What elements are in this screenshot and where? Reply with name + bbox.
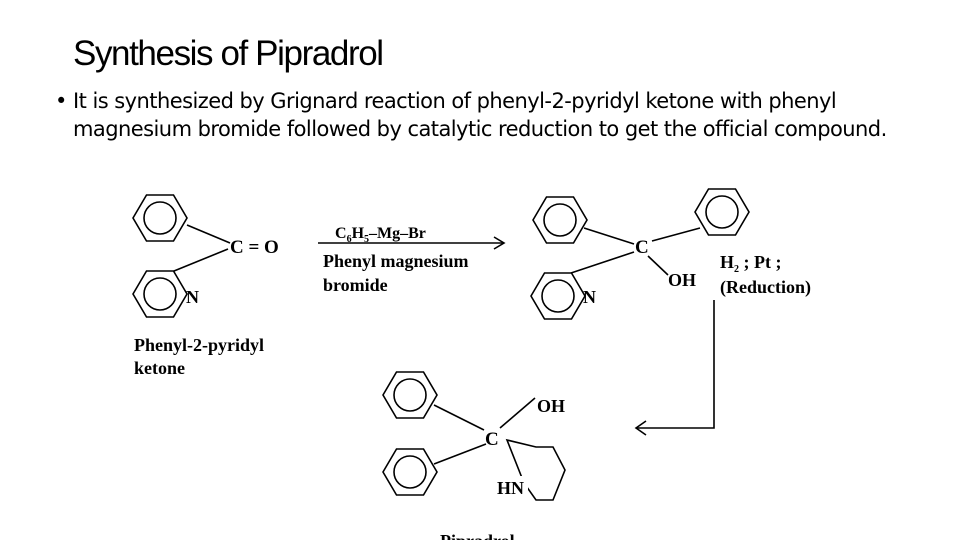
pyridine-ring [530,272,586,320]
benzene-ring [382,371,438,419]
reagent-name-line2: bromide [323,275,388,295]
product-pipradrol: C OH HN Pipradrol [382,371,566,540]
reduction-arrow [636,300,715,429]
carbonyl-label: C = O [230,237,279,258]
reactant-name-line1: Phenyl-2-pyridyl [134,335,264,355]
grignard-step: C6H5–Mg–Br Phenyl magnesium bromide [318,225,506,295]
benzene-ring [132,194,188,242]
reduction-label: (Reduction) [720,277,811,298]
reactant-name-line2: ketone [134,358,185,378]
reduction-reagent: H2 ; Pt ; [720,252,782,275]
reduction-step: H2 ; Pt ; (Reduction) [634,252,811,436]
reactant-phenyl-ketone: C = O N Phenyl-2-pyridyl ketone [132,194,279,378]
amine-label: HN [497,478,524,498]
pyridine-ring [132,270,188,318]
hydroxyl-label: OH [537,396,565,416]
benzene-ring [382,448,438,496]
bullet-point: • It is synthesized by Grignard reaction… [55,87,895,143]
benzene-ring [532,196,588,244]
nitrogen-label: N [583,287,596,307]
nitrogen-label: N [186,287,199,307]
benzene-ring [694,188,750,236]
hydroxyl-label: OH [668,270,696,290]
product-name: Pipradrol [440,531,515,540]
slide-title: Synthesis of Pipradrol [73,34,384,73]
carbon-label: C [635,237,649,258]
carbon-label: C [485,429,499,450]
reagent-formula: C6H5–Mg–Br [335,225,426,245]
bullet-text: It is synthesized by Grignard reaction o… [73,89,887,141]
bullet-symbol: • [55,89,67,113]
intermediate-carbinol: C OH N [530,188,750,320]
reagent-name-line1: Phenyl magnesium [323,251,469,271]
